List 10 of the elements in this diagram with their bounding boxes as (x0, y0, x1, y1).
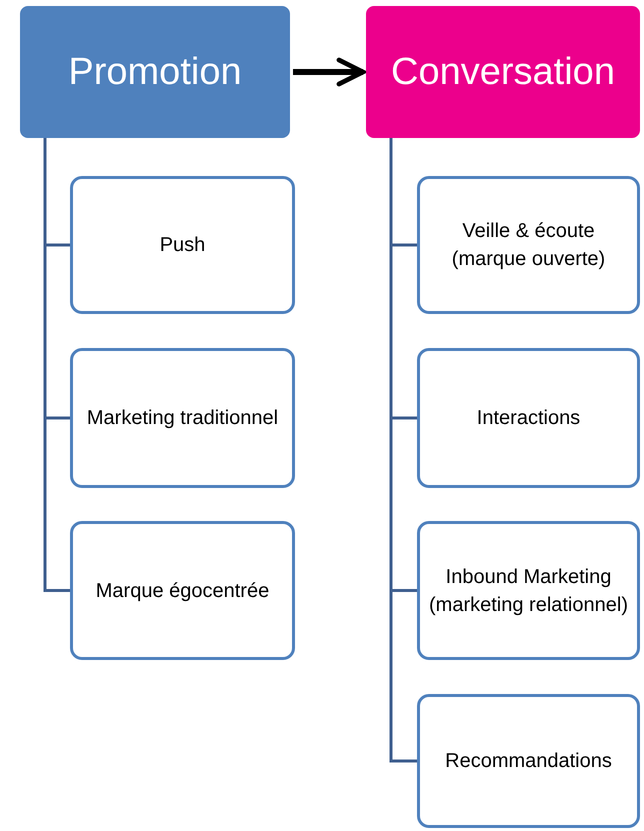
item-box: Marketing traditionnel (70, 348, 295, 488)
heading-box: Promotion (20, 6, 290, 138)
heading-box: Conversation (366, 6, 640, 138)
item-box: Inbound Marketing (marketing relationnel) (417, 521, 640, 660)
item-box: Recommandations (417, 694, 640, 828)
item-box: Push (70, 176, 295, 314)
item-box: Veille & écoute (marque ouverte) (417, 176, 640, 314)
item-box: Interactions (417, 348, 640, 488)
arrow (293, 58, 366, 86)
item-box: Marque égocentrée (70, 521, 295, 660)
